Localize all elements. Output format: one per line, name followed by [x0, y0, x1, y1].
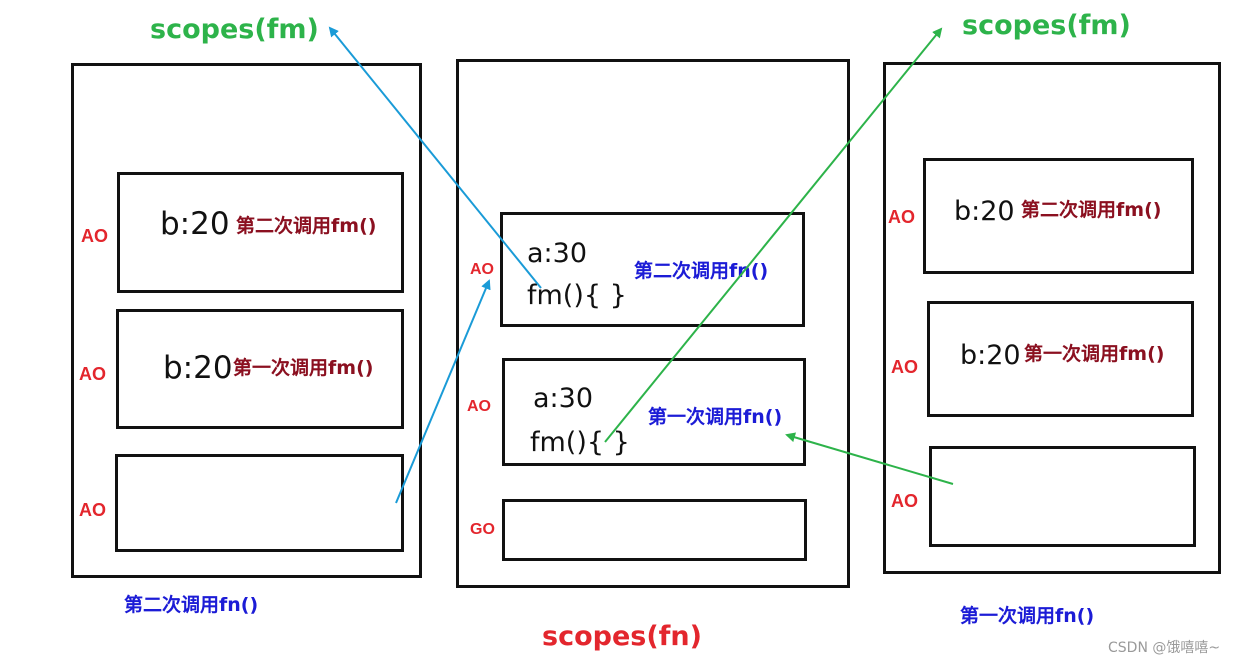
left-caption: 第二次调用fn()	[124, 594, 259, 616]
left-label-2: 第一次调用fm()	[233, 357, 374, 379]
left-value-1: b:20	[160, 206, 230, 242]
right-ao-tag-3: AO	[891, 491, 918, 511]
middle-ao-tag-2: AO	[467, 398, 491, 415]
left-ao-box-2	[116, 309, 404, 429]
middle-ao-box-1	[500, 212, 805, 327]
middle-line1-2: a:30	[533, 383, 593, 414]
left-label-1: 第二次调用fm()	[236, 215, 377, 237]
right-ao-tag-2: AO	[891, 357, 918, 377]
middle-line1-1: a:30	[527, 238, 587, 269]
scopes-fn-title: scopes(fn)	[542, 621, 702, 652]
right-value-1: b:20	[954, 196, 1015, 227]
right-label-2: 第一次调用fm()	[1024, 343, 1165, 365]
blue-arrow-to-middle-ao	[395, 279, 491, 504]
middle-label-1: 第二次调用fn()	[634, 260, 769, 282]
middle-ao-box-2	[502, 358, 806, 466]
scopes-fm-right-title: scopes(fm)	[962, 10, 1131, 41]
middle-ao-tag-1: AO	[470, 261, 494, 278]
middle-line2-1: fm(){ }	[527, 280, 627, 311]
right-ao-box-2	[927, 301, 1194, 417]
left-ao-box-3	[115, 454, 404, 552]
right-ao-box-3	[929, 446, 1196, 547]
left-value-2: b:20	[163, 350, 233, 386]
scopes-fm-left-title: scopes(fm)	[150, 14, 319, 45]
left-ao-tag-1: AO	[81, 226, 108, 246]
blue-arrow-to-scopes-fm	[328, 26, 542, 289]
middle-label-2: 第一次调用fn()	[648, 406, 783, 428]
middle-go-box	[502, 499, 807, 561]
right-ao-tag-1: AO	[888, 207, 915, 227]
middle-go-tag: GO	[470, 521, 495, 538]
left-ao-tag-3: AO	[79, 500, 106, 520]
right-caption: 第一次调用fn()	[960, 605, 1095, 627]
green-arrow-to-middle-ao	[785, 432, 954, 485]
left-ao-box-1	[117, 172, 404, 293]
right-ao-box-1	[923, 158, 1194, 274]
left-scope-panel	[71, 63, 422, 578]
right-scope-panel	[883, 62, 1221, 574]
right-value-2: b:20	[960, 340, 1021, 371]
right-label-1: 第二次调用fm()	[1021, 199, 1162, 221]
left-ao-tag-2: AO	[79, 364, 106, 384]
green-arrow-to-scopes-fm	[604, 27, 943, 443]
csdn-watermark: CSDN @饿嘻嘻~	[1108, 640, 1221, 656]
